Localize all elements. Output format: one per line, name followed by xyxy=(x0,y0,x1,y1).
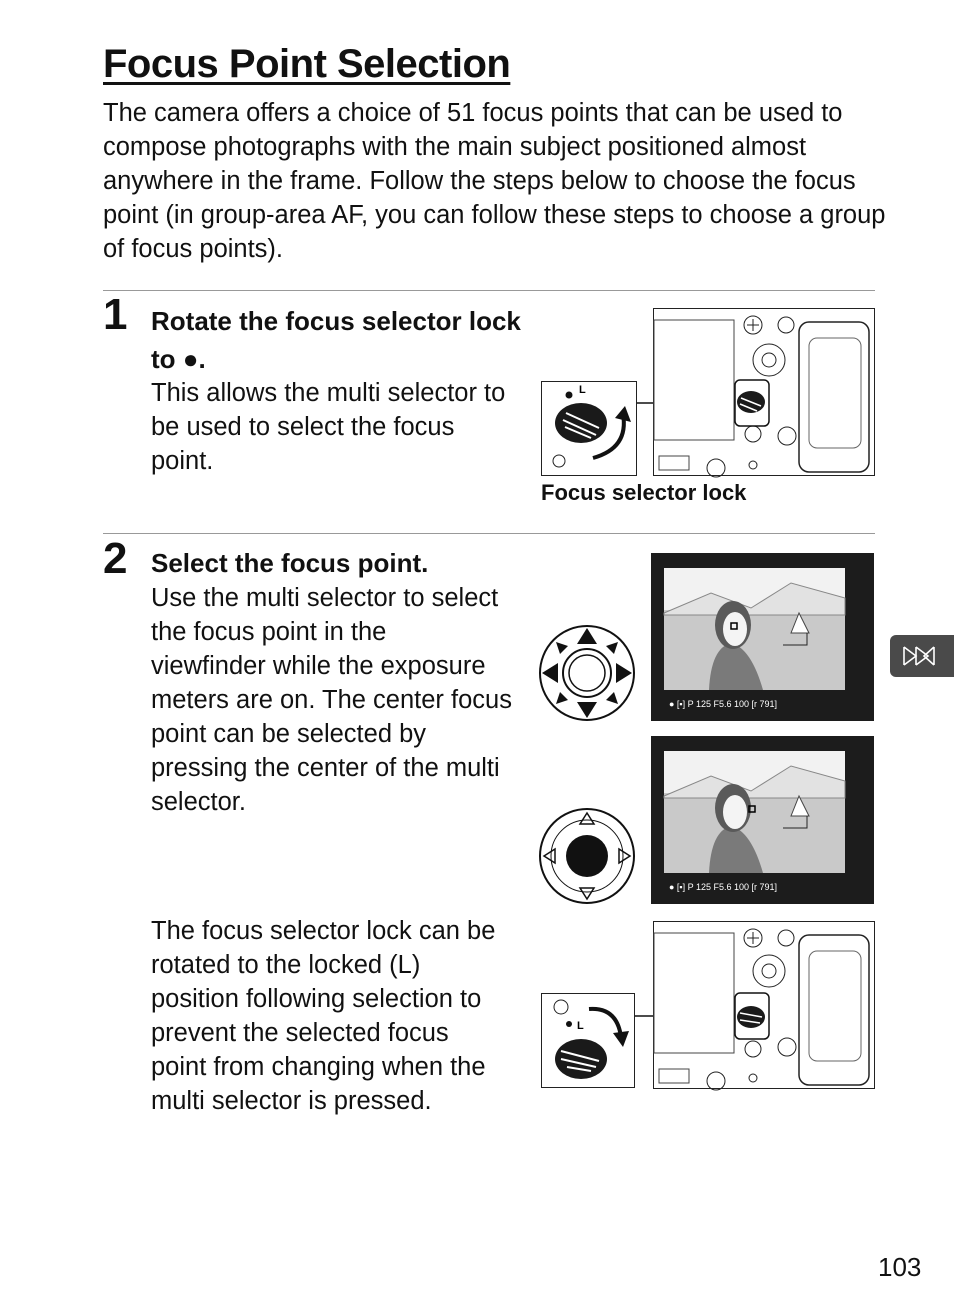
section-tab xyxy=(890,635,954,677)
text-line: position following selection to xyxy=(151,985,482,1013)
step-1-title: Rotate the focus selector lock to ●. xyxy=(151,306,521,374)
text-line: meters are on. The center focus xyxy=(151,686,512,714)
page-title: Focus Point Selection xyxy=(103,42,511,86)
multi-selector-directions-icon xyxy=(539,625,635,721)
intro-paragraph: The camera offers a choice of 51 focus p… xyxy=(103,99,886,263)
viewfinder-readout: ● [▪] P 125 F5.6 100 [r 791] xyxy=(669,699,777,709)
viewfinder-readout: ● [▪] P 125 F5.6 100 [r 791] xyxy=(669,882,777,892)
focus-selector-lock-caption: Focus selector lock xyxy=(541,480,747,505)
svg-text:L: L xyxy=(579,384,586,396)
step-2-title: Select the focus point. xyxy=(151,548,429,578)
divider xyxy=(103,533,875,534)
text-line: point from changing when the xyxy=(151,1053,486,1081)
text-line: This allows the multi selector to xyxy=(151,379,506,407)
text-line: multi selector is pressed. xyxy=(151,1087,432,1115)
multi-selector-center-icon xyxy=(539,808,635,904)
viewfinder-image-1: ● [▪] P 125 F5.6 100 [r 791] xyxy=(651,553,874,721)
text-line: be used to select the focus xyxy=(151,413,455,441)
lock-l-label: L xyxy=(577,1020,584,1032)
text-line: pressing the center of the multi xyxy=(151,754,500,782)
page-number: 103 xyxy=(878,1252,922,1282)
step-2-body: Use the multi selector to select the foc… xyxy=(151,581,512,819)
text-line: the focus point in the xyxy=(151,618,387,646)
camera-back-locked-illustration: L xyxy=(541,921,875,1091)
text-line: viewfinder while the exposure xyxy=(151,652,486,680)
step-1-number: 1 xyxy=(103,290,128,339)
camera-back-illustration: L xyxy=(541,308,875,478)
step-2-number: 2 xyxy=(103,534,128,583)
focus-lock-note: The focus selector lock can be rotated t… xyxy=(151,914,495,1118)
step-1-body: This allows the multi selector to be use… xyxy=(151,376,505,478)
text-line: point can be selected by xyxy=(151,720,427,748)
text-line: point. xyxy=(151,447,214,475)
viewfinder-image-2: ● [▪] P 125 F5.6 100 [r 791] xyxy=(651,736,874,904)
text-line: The focus selector lock can be xyxy=(151,917,496,945)
divider xyxy=(103,290,875,291)
text-line: prevent the selected focus xyxy=(151,1019,449,1047)
af-focus-icon xyxy=(903,646,935,666)
text-line: selector. xyxy=(151,788,246,816)
text-line: Use the multi selector to select xyxy=(151,584,499,612)
text-line: rotated to the locked (L) xyxy=(151,951,421,979)
